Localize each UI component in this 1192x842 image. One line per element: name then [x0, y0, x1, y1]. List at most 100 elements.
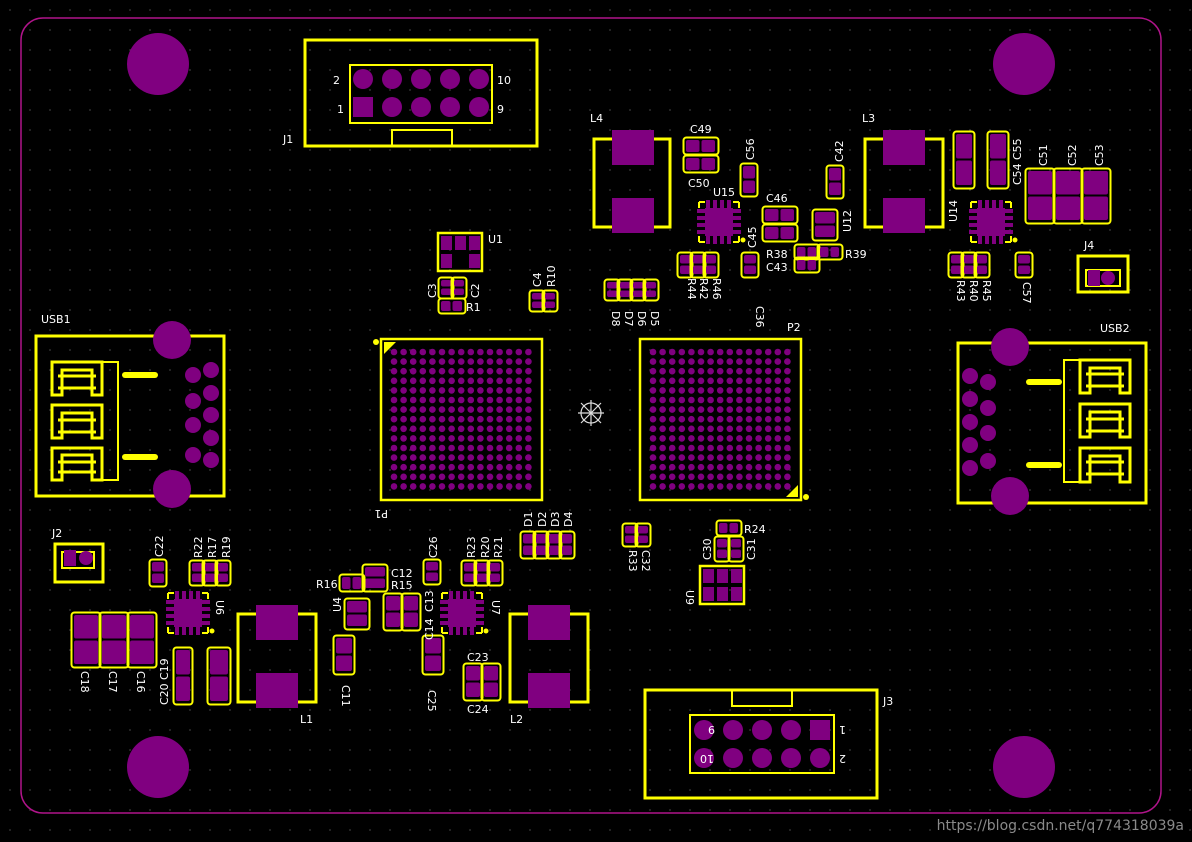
- bga-ball: [438, 387, 446, 394]
- bga-ball: [448, 473, 455, 481]
- bga-ball: [784, 483, 791, 490]
- bga-ball: [707, 387, 714, 394]
- bga-ball: [736, 406, 743, 413]
- label-c26: C26: [427, 536, 440, 558]
- bga-ball: [764, 377, 772, 385]
- bga-ball: [486, 483, 494, 490]
- bga-ball: [525, 435, 532, 442]
- bga-ball: [419, 377, 427, 385]
- bga-ball: [649, 463, 657, 471]
- label-d5: D5: [648, 311, 661, 326]
- bga-ball: [457, 367, 465, 375]
- bga-ball: [726, 367, 734, 375]
- bga-ball: [659, 463, 666, 471]
- bga-ball: [486, 396, 494, 404]
- label-d2: D2: [536, 512, 549, 527]
- j1-pin: [411, 97, 431, 117]
- bga-ball: [505, 444, 513, 452]
- bga-ball: [515, 444, 523, 452]
- label-p2: P2: [787, 321, 801, 334]
- bga-ball: [525, 367, 532, 375]
- bga-ball: [505, 367, 513, 375]
- bga-ball: [745, 348, 753, 356]
- bga-ball: [525, 406, 532, 413]
- bga-ball: [390, 348, 398, 356]
- label-c57: C57: [1020, 282, 1033, 304]
- bga-ball: [477, 444, 484, 452]
- bga-ball: [467, 454, 475, 461]
- bga-ball: [467, 406, 475, 413]
- p1-outline: [379, 337, 544, 502]
- usb1-mark-bottom: [122, 454, 158, 460]
- bga-ball: [429, 387, 436, 394]
- usb1-contact-outline: [50, 360, 119, 482]
- bga-ball: [649, 387, 657, 394]
- bga-ball: [486, 463, 494, 471]
- label-c12: C12: [391, 567, 413, 580]
- bga-ball: [678, 415, 686, 423]
- label-c25: C25: [425, 690, 438, 712]
- fiducial-mark: [578, 400, 604, 426]
- bga-ball: [668, 358, 676, 365]
- bga-ball: [448, 396, 455, 404]
- bga-p2: [638, 337, 809, 502]
- label-r38: R38: [766, 248, 788, 261]
- resistor-r19: [214, 559, 232, 587]
- label-p1: P1: [374, 507, 388, 520]
- label-j1: J1: [282, 133, 293, 146]
- bga-ball: [745, 473, 753, 481]
- bga-ball: [505, 454, 513, 461]
- bga-ball: [419, 463, 427, 471]
- bga-ball: [726, 415, 734, 423]
- bga-ball: [784, 377, 791, 385]
- bga-ball: [726, 444, 734, 452]
- label-c4: C4: [531, 272, 544, 287]
- bga-ball: [467, 425, 475, 433]
- label-c17: C17: [106, 671, 119, 693]
- bga-ball: [649, 444, 657, 452]
- bga-ball: [515, 454, 523, 461]
- j1-pin: [411, 69, 431, 89]
- bga-ball: [678, 483, 686, 490]
- bga-ball: [457, 454, 465, 461]
- bga-ball: [764, 367, 772, 375]
- qfn-regulators: [166, 200, 1018, 635]
- capacitor-c36: [740, 251, 760, 279]
- bga-ball: [496, 473, 503, 481]
- bga-ball: [486, 377, 494, 385]
- label-c55: C55: [1011, 138, 1024, 160]
- bga-ball: [755, 463, 762, 471]
- bga-ball: [496, 348, 503, 356]
- bga-ball: [419, 387, 427, 394]
- bga-ball: [784, 406, 791, 413]
- resistor-r43: [947, 251, 965, 279]
- capacitor-c42: [825, 164, 845, 200]
- bga-ball: [457, 396, 465, 404]
- led-d6: [629, 278, 647, 302]
- capacitor-c12: [361, 563, 389, 593]
- resistor-r21: [486, 559, 504, 587]
- bga-ball: [745, 377, 753, 385]
- bga-ball: [678, 358, 686, 365]
- label-c16: C16: [134, 671, 147, 693]
- bga-ball: [438, 396, 446, 404]
- bga-ball: [784, 387, 791, 394]
- bga-ball: [477, 435, 484, 442]
- bga-ball: [668, 377, 676, 385]
- label-r44: R44: [685, 278, 698, 300]
- bga-ball: [438, 377, 446, 385]
- label-r20: R20: [479, 536, 492, 558]
- bga-ball: [438, 435, 446, 442]
- bga-ball: [390, 483, 398, 490]
- bga-ball: [755, 444, 762, 452]
- led-d4: [558, 530, 576, 560]
- bga-ball: [678, 367, 686, 375]
- j1-key: [391, 129, 453, 147]
- usb2-pins: [962, 368, 996, 476]
- label-usb1: USB1: [41, 313, 71, 326]
- label-c13: C13: [423, 590, 436, 612]
- bga-ball: [515, 396, 523, 404]
- bga-ball: [755, 473, 762, 481]
- bga-ball: [726, 425, 734, 433]
- bga-ball: [774, 377, 782, 385]
